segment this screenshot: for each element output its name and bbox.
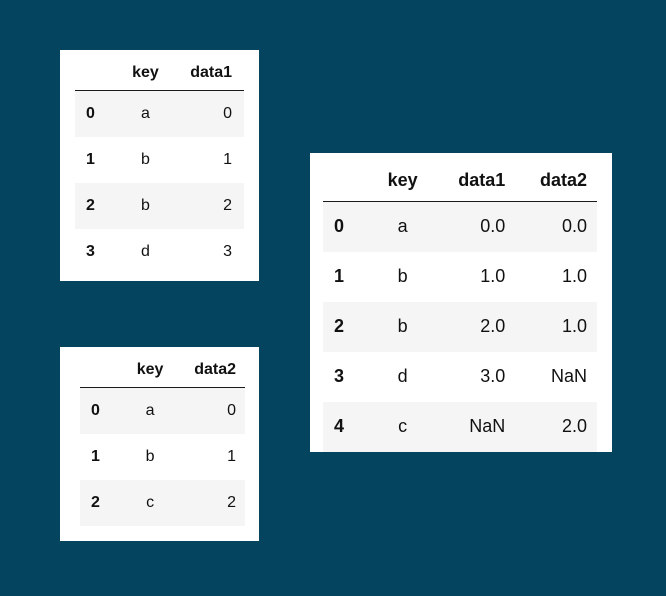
dataframe-table: key data1 0 a 0 1 b 1 2 b 2 3 d <box>75 56 244 275</box>
column-header-key: key <box>377 159 428 202</box>
cell-data1: 3 <box>223 242 232 260</box>
row-index: 0 <box>91 401 100 419</box>
header-row: key data2 <box>80 353 245 388</box>
row-index: 1 <box>91 447 100 465</box>
index-header <box>75 56 124 91</box>
column-header-data2: data2 <box>509 159 597 202</box>
row-index: 1 <box>334 266 345 286</box>
cell-data2: 2.0 <box>561 416 587 436</box>
cell-data1: NaN <box>469 416 506 436</box>
cell-data2: 1.0 <box>561 266 587 286</box>
index-header <box>323 159 378 202</box>
table-row: 2 b 2.0 1.0 <box>323 301 597 352</box>
cell-data1: 2.0 <box>480 316 506 336</box>
cell-key: c <box>398 416 408 436</box>
cell-key: a <box>397 216 408 237</box>
table-row: 0 a 0 <box>80 387 245 434</box>
column-header-data1: data1 <box>167 56 244 91</box>
cell-key: a <box>145 401 155 419</box>
cell-data2: 0 <box>227 401 236 419</box>
cell-key: d <box>141 242 150 260</box>
table-row: 0 a 0.0 0.0 <box>323 201 597 252</box>
column-header-data1: data1 <box>427 159 510 202</box>
cell-data2: 0.0 <box>561 216 587 237</box>
table-row: 1 b 1.0 1.0 <box>323 252 597 302</box>
cell-key: b <box>141 196 150 214</box>
column-header-key: key <box>123 56 168 91</box>
dataframe-table: key data2 0 a 0 1 b 1 2 c 2 <box>80 353 245 526</box>
table-row: 2 c 2 <box>80 479 245 526</box>
cell-key: b <box>145 447 155 465</box>
row-index: 2 <box>334 316 345 336</box>
header-row: key data1 <box>75 56 244 91</box>
row-index: 3 <box>334 366 345 386</box>
cell-key: d <box>397 366 408 386</box>
dataframe-merged: key data1 data2 0 a 0.0 0.0 1 b 1.0 1.0 … <box>310 153 612 452</box>
cell-data1: 2 <box>223 196 232 214</box>
header-row: key data1 data2 <box>323 159 597 202</box>
table-row: 3 d 3 <box>75 229 244 275</box>
cell-data1: 1.0 <box>480 266 506 286</box>
index-header <box>80 353 128 388</box>
column-header-key: key <box>127 353 173 388</box>
cell-data2: 1 <box>227 447 236 465</box>
cell-key: b <box>397 266 408 286</box>
table-row: 1 b 1 <box>75 137 244 183</box>
cell-key: b <box>397 316 408 336</box>
cell-data2: NaN <box>550 366 587 386</box>
cell-key: b <box>141 150 150 168</box>
row-index: 2 <box>91 493 100 511</box>
cell-key: c <box>146 493 155 511</box>
dataframe-table: key data1 data2 0 a 0.0 0.0 1 b 1.0 1.0 … <box>323 159 597 452</box>
table-row: 4 c NaN 2.0 <box>323 401 597 452</box>
row-index: 3 <box>86 242 95 260</box>
cell-data1: 3.0 <box>480 366 506 386</box>
row-index: 1 <box>86 150 95 168</box>
row-index: 0 <box>86 104 95 122</box>
cell-data2: 1.0 <box>561 316 587 336</box>
cell-data2: 2 <box>227 493 236 511</box>
row-index: 4 <box>334 416 345 436</box>
cell-key: a <box>141 104 150 122</box>
table-row: 3 d 3.0 NaN <box>323 352 597 402</box>
dataframe-key-data1: key data1 0 a 0 1 b 1 2 b 2 3 d <box>60 50 259 281</box>
cell-data1: 0.0 <box>480 216 506 237</box>
table-row: 1 b 1 <box>80 434 245 480</box>
dataframe-key-data2: key data2 0 a 0 1 b 1 2 c 2 <box>60 347 259 541</box>
row-index: 0 <box>334 216 345 237</box>
table-row: 0 a 0 <box>75 90 244 137</box>
column-header-data2: data2 <box>172 353 245 388</box>
row-index: 2 <box>86 196 95 214</box>
cell-data1: 0 <box>223 104 232 122</box>
cell-data1: 1 <box>223 150 232 168</box>
table-row: 2 b 2 <box>75 182 244 229</box>
